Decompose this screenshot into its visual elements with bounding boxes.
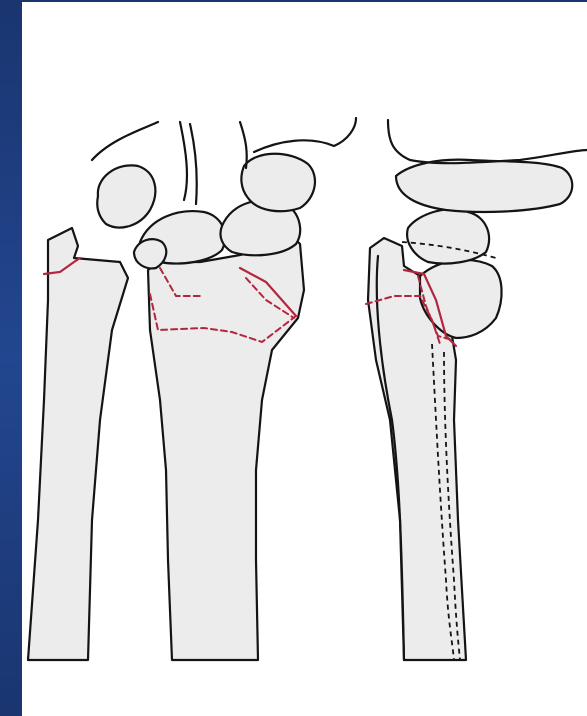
triquetrum-carpal (97, 165, 155, 227)
pa-view (28, 118, 356, 660)
metacarpal-outline-1 (92, 122, 158, 160)
lateral-upper-outline (388, 120, 587, 163)
metacarpal-outline-2 (180, 122, 187, 200)
metacarpal-outline-4 (240, 122, 247, 168)
pisiform-carpal (134, 239, 166, 268)
wrist-fracture-diagram (22, 2, 587, 716)
capitate-carpal (241, 154, 315, 211)
ulna-bone (28, 228, 128, 660)
lateral-view (366, 120, 587, 660)
lateral-metacarpal (396, 160, 572, 212)
metacarpal-outline-3 (190, 124, 197, 204)
slide-canvas (22, 2, 587, 716)
lateral-capitate (407, 209, 489, 263)
metacarpal-outline-5 (254, 118, 356, 152)
